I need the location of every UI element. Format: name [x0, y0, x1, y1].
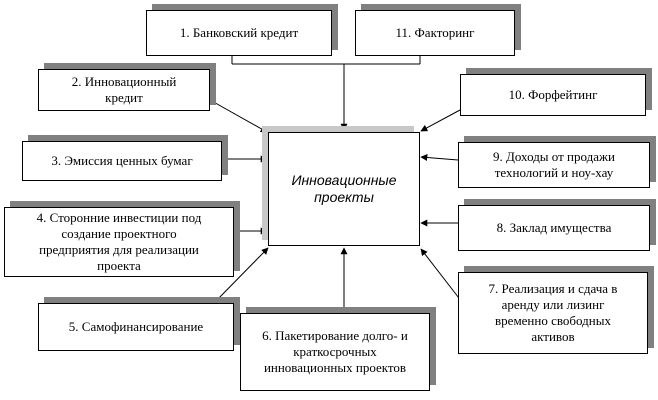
node-technology-sales: 9. Доходы от продажи технологий и ноу-ха… [458, 142, 650, 188]
node-forfaiting: 10. Форфейтинг [460, 74, 646, 116]
node-label: 4. Сторонние инвестиции под создание про… [36, 210, 202, 273]
connector-n9 [420, 154, 459, 161]
node-label: 11. Факторинг [395, 25, 475, 40]
node-third-party-investment: 4. Сторонние инвестиции под создание про… [4, 207, 234, 277]
node-project-packaging: 6. Пакетирование долго- и краткосрочных … [240, 313, 430, 391]
node-securities-issue: 3. Эмиссия ценных бумаг [22, 141, 222, 181]
node-label: 1. Банковский кредит [179, 25, 299, 40]
connector-n7 [420, 248, 463, 303]
node-bank-credit: 1. Банковский кредит [146, 10, 332, 56]
node-label: 9. Доходы от продажи технологий и ноу-ха… [493, 149, 615, 180]
node-label: 5. Самофинансирование [68, 319, 204, 334]
node-label: 3. Эмиссия ценных бумаг [51, 153, 193, 168]
node-label: 6. Пакетирование долго- и краткосрочных … [262, 328, 408, 375]
connector-n10 [420, 109, 461, 132]
node-label: 10. Форфейтинг [508, 87, 598, 102]
center-node-label: Инновационные проекты [291, 172, 397, 205]
node-self-financing: 5. Самофинансирование [38, 303, 234, 351]
node-factoring: 11. Факторинг [355, 10, 515, 56]
center-node-innovation-projects: Инновационные проекты [268, 132, 420, 246]
node-label: 2. Инновационный кредит [71, 74, 177, 105]
connector-n5 [213, 247, 269, 304]
node-asset-leasing: 7. Реализация и сдача в аренду или лизин… [458, 272, 648, 354]
node-innovation-credit: 2. Инновационный кредит [38, 69, 210, 111]
connector-n2 [209, 99, 268, 133]
node-label: 8. Заклад имущества [496, 220, 612, 235]
node-property-pledge: 8. Заклад имущества [458, 205, 650, 251]
node-label: 7. Реализация и сдача в аренду или лизин… [488, 281, 618, 344]
